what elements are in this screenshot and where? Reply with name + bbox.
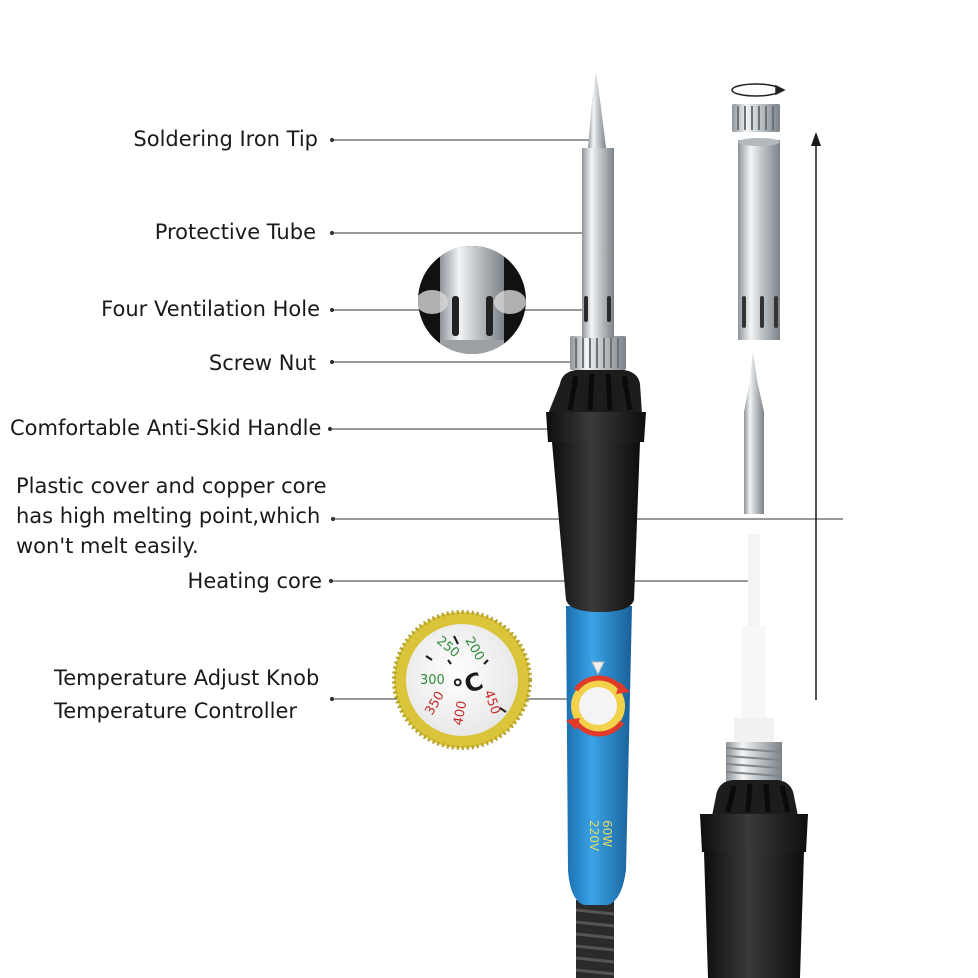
label-protective-tube: Protective Tube (154, 220, 316, 244)
assembly-arrow-icon (811, 132, 821, 700)
knob-mark-400: 400 (451, 700, 470, 727)
exploded-tube (738, 138, 780, 340)
exploded-handle (700, 780, 808, 978)
label-four-ventilation-hole: Four Ventilation Hole (101, 297, 320, 321)
blue-grip (566, 606, 632, 905)
label-plastic-cover: Plastic cover and copper core has high m… (16, 471, 346, 561)
label-soldering-iron-tip: Soldering Iron Tip (133, 127, 318, 151)
handle-body (552, 442, 640, 612)
knob-mark-300: 300 (420, 673, 445, 688)
iron-marking-voltage: 220V (587, 820, 601, 852)
handle-ribs (567, 373, 633, 411)
knob-closeup: °C 200 250 300 350 400 450 (392, 610, 532, 750)
rotation-arrow-icon (731, 83, 786, 97)
soldering-tip (588, 72, 606, 148)
protective-tube (582, 148, 614, 338)
ventilation-closeup (418, 246, 526, 354)
exploded-nut (732, 104, 780, 132)
knob-line-2: Temperature Controller (54, 699, 297, 723)
label-anti-skid-handle: Comfortable Anti-Skid Handle (10, 416, 322, 440)
exploded-thread (725, 742, 783, 782)
screw-nut (570, 336, 626, 370)
label-heating-core: Heating core (187, 569, 322, 593)
label-screw-nut: Screw Nut (208, 351, 316, 375)
iron-marking-power: 60W (600, 820, 614, 847)
handle-band (546, 412, 646, 442)
exploded-tip (744, 352, 764, 514)
handle-knob (566, 661, 630, 737)
plastic-line-2: has high melting point,which (16, 504, 321, 528)
cable (575, 900, 615, 978)
plastic-line-1: Plastic cover and copper core (16, 474, 327, 498)
plastic-line-3: won't melt easily. (16, 534, 199, 558)
knob-line-1: Temperature Adjust Knob (54, 666, 320, 690)
heating-core (734, 534, 774, 742)
label-temperature-knob: Temperature Adjust Knob Temperature Cont… (54, 662, 354, 728)
